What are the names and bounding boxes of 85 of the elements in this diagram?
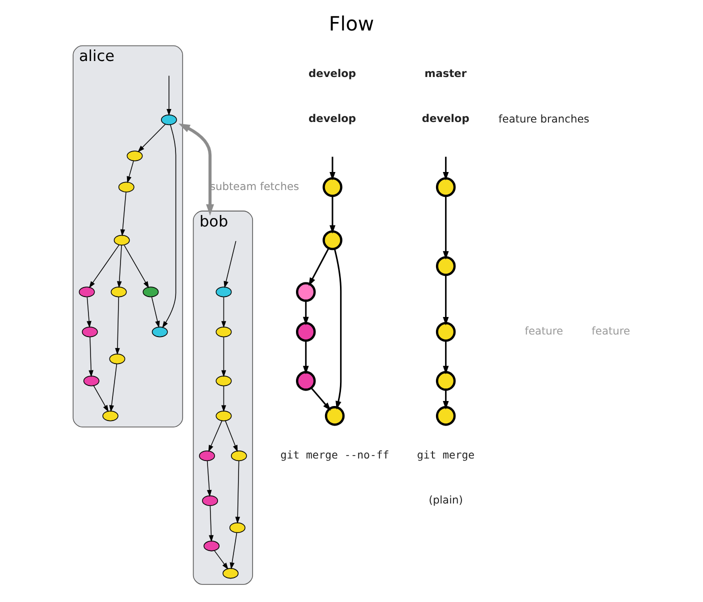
diagram-title: Flow [328, 12, 374, 36]
label: feature [592, 324, 630, 338]
node-circle [324, 406, 345, 426]
node-circle [296, 282, 316, 302]
node-circle [118, 182, 134, 192]
arrow [442, 390, 449, 410]
label: develop [422, 112, 470, 125]
arrow [221, 336, 226, 378]
cluster: alice [72, 45, 184, 428]
node-circle [216, 410, 232, 422]
node-circle [216, 326, 232, 338]
arrow [334, 248, 342, 410]
arrow [208, 420, 222, 452]
arrow [310, 388, 331, 411]
arrow [162, 124, 176, 328]
arrow [151, 296, 160, 328]
node-circle [110, 286, 127, 298]
arrow [302, 300, 309, 326]
node-circle [204, 540, 220, 552]
node-circle [322, 177, 342, 197]
node-circle [296, 322, 316, 342]
node-circle [199, 450, 215, 462]
edge-label: subteam fetches [210, 180, 300, 193]
node-circle [229, 522, 246, 534]
arrow [221, 296, 226, 328]
arrow [224, 420, 238, 452]
arrow [116, 244, 122, 288]
node-circle [152, 326, 168, 338]
node-circle [78, 286, 95, 298]
arrow [230, 532, 238, 570]
arrow [442, 196, 449, 260]
arrow [221, 386, 226, 412]
node-circle [109, 354, 126, 364]
arrow [126, 160, 134, 184]
node-circle [126, 150, 143, 162]
node-circle [436, 371, 456, 391]
label: master [424, 66, 467, 80]
arrow [88, 336, 94, 378]
node-circle [216, 286, 232, 298]
arrow [442, 156, 449, 180]
node-circle [102, 410, 118, 422]
arrow [214, 550, 228, 570]
arrow [120, 192, 126, 236]
node-circle [436, 322, 456, 342]
node-circle [202, 495, 218, 506]
node-circle [142, 286, 159, 298]
label: (plain) [428, 494, 463, 507]
arrow [224, 240, 236, 288]
node-circle [114, 234, 130, 246]
node-circle [216, 376, 232, 386]
arrow [206, 460, 212, 497]
arrow [109, 364, 118, 412]
arrow [302, 340, 309, 374]
node-circle [83, 376, 100, 386]
node-circle [160, 114, 177, 126]
arrow [88, 244, 120, 288]
node-circle [322, 230, 342, 250]
cluster: bob [192, 210, 253, 585]
arrow [235, 460, 240, 524]
arrow [86, 296, 92, 328]
arrow [208, 505, 214, 542]
label: feature [524, 324, 564, 338]
node-circle [296, 371, 316, 391]
arrow [115, 296, 120, 355]
node-circle [222, 568, 239, 579]
label: git merge --no-ff [280, 448, 390, 462]
arrow [138, 124, 166, 152]
label: develop [308, 66, 356, 80]
node-circle [436, 406, 456, 426]
node-circle [436, 177, 456, 197]
label: git merge [417, 448, 475, 462]
node-circle [82, 326, 98, 338]
arrow [308, 248, 330, 286]
label: feature branches [498, 112, 590, 126]
node-circle [230, 450, 247, 462]
arrow [330, 156, 336, 180]
arrow [93, 385, 109, 412]
arrow [442, 275, 449, 326]
arrow [330, 196, 336, 234]
node-circle [436, 256, 456, 276]
arrow [442, 340, 449, 374]
label: develop [308, 112, 356, 125]
arrow [124, 244, 149, 288]
arrow [178, 124, 214, 216]
arrow [166, 75, 172, 116]
